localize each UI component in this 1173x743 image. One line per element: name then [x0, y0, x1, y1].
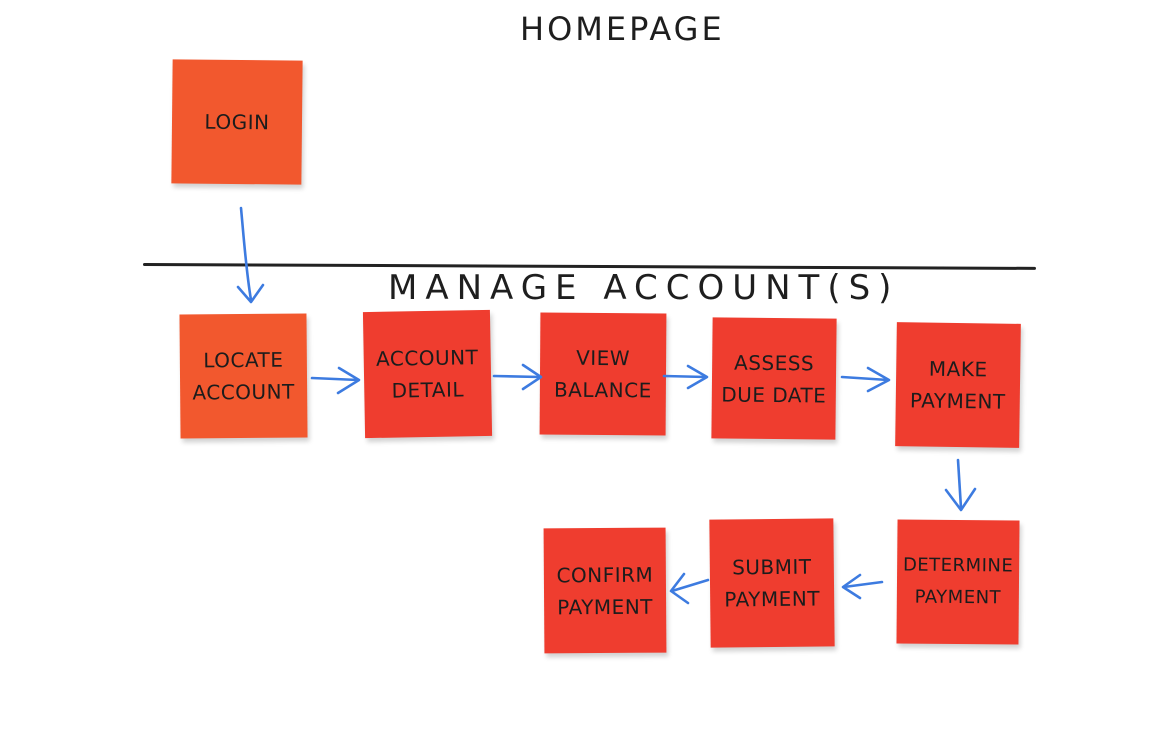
note-login: LOGIN	[171, 59, 303, 185]
arrow-assess-to-make-head	[866, 366, 891, 393]
note-make-payment-line2: PAYMENT	[909, 388, 1006, 414]
note-login-label: LOGIN	[204, 109, 270, 135]
arrow-make-to-determine-head	[944, 487, 977, 512]
note-view-balance: VIEW BALANCE	[539, 312, 667, 436]
note-account-detail-line2: DETAIL	[391, 377, 465, 403]
note-submit-payment-line1: SUBMIT	[731, 554, 812, 580]
homepage-title: HOMEPAGE	[520, 10, 725, 48]
arrow-balance-to-assess	[662, 374, 708, 379]
arrow-detail-to-balance-head	[521, 363, 543, 391]
arrow-determine-to-submit	[842, 580, 884, 589]
note-submit-payment-line2: PAYMENT	[724, 586, 821, 612]
note-view-balance-line2: BALANCE	[553, 377, 652, 403]
arrow-submit-to-confirm-head	[669, 572, 690, 605]
arrow-assess-to-make	[840, 375, 890, 382]
note-assess-due-date-line1: ASSESS	[733, 350, 815, 375]
arrow-locate-to-detail	[310, 376, 360, 382]
note-account-detail: ACCOUNT DETAIL	[362, 309, 493, 439]
note-confirm-payment-line2: PAYMENT	[557, 594, 654, 619]
note-locate-account-line1: LOCATE	[203, 347, 284, 373]
arrow-determine-to-submit-head	[841, 573, 862, 600]
note-assess-due-date: ASSESS DUE DATE	[711, 317, 837, 440]
note-confirm-payment: CONFIRM PAYMENT	[543, 527, 667, 654]
note-assess-due-date-line2: DUE DATE	[721, 381, 827, 408]
note-determine-payment-line2: PAYMENT	[914, 586, 1002, 609]
manage-accounts-title: MANAGE ACCOUNT(S)	[388, 268, 900, 308]
note-view-balance-line1: VIEW	[576, 345, 631, 371]
note-account-detail-line1: ACCOUNT	[375, 345, 479, 371]
arrow-locate-to-detail-head	[336, 366, 361, 395]
note-confirm-payment-line1: CONFIRM	[556, 562, 654, 587]
note-determine-payment-line1: DETERMINE	[902, 554, 1014, 577]
arrow-login-to-locate-head	[236, 283, 265, 304]
note-make-payment-line1: MAKE	[928, 356, 988, 382]
arrow-login-to-locate	[239, 206, 253, 302]
arrow-make-to-determine	[956, 458, 963, 510]
arrow-submit-to-confirm	[670, 578, 710, 593]
note-make-payment: MAKE PAYMENT	[895, 322, 1021, 448]
arrow-detail-to-balance	[492, 374, 542, 379]
arrow-balance-to-assess-head	[686, 364, 709, 390]
note-locate-account: LOCATE ACCOUNT	[179, 313, 308, 439]
note-locate-account-line2: ACCOUNT	[192, 379, 295, 405]
note-submit-payment: SUBMIT PAYMENT	[709, 518, 835, 648]
note-determine-payment: DETERMINE PAYMENT	[896, 519, 1020, 645]
